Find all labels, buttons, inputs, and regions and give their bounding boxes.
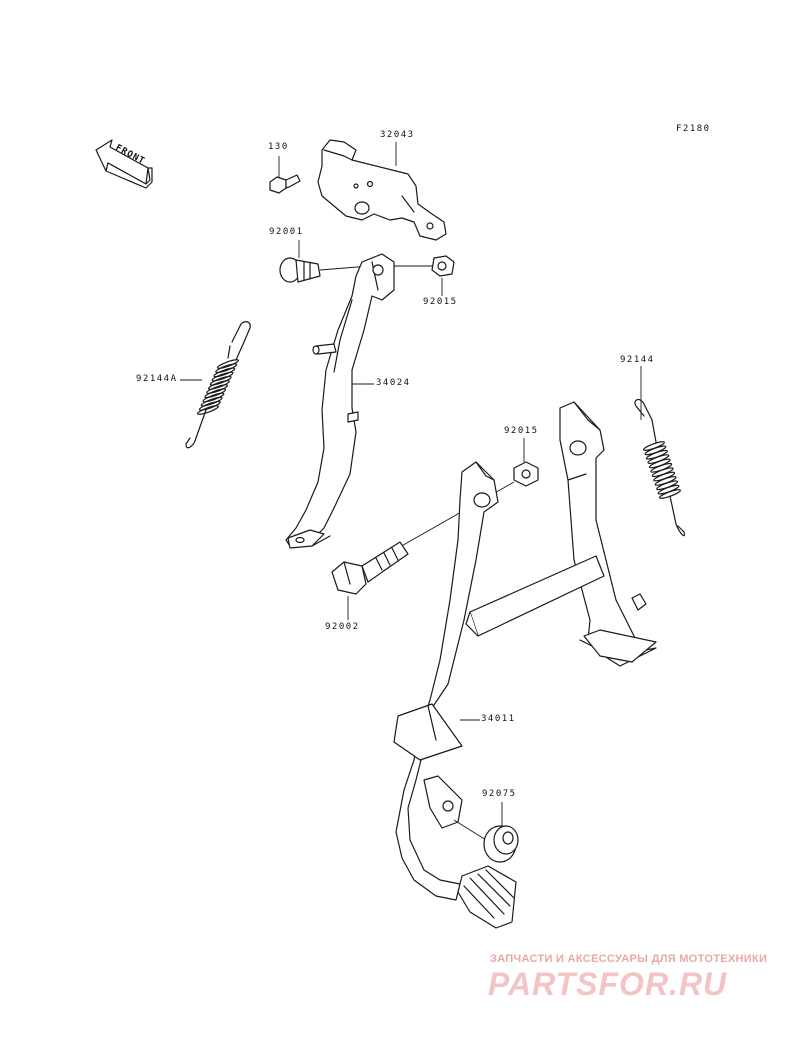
stopper-92075-shape xyxy=(453,802,519,863)
spring-coil-loop xyxy=(198,400,221,411)
watermark-logo: PARTSFOR.RU xyxy=(488,966,728,1002)
spring-coil-loop xyxy=(207,380,230,390)
spring-92144a-shape xyxy=(180,321,251,449)
diagram-code: F2180 xyxy=(676,124,711,134)
spring-coil-loop xyxy=(204,388,227,399)
spring-coil-loop xyxy=(200,396,223,407)
watermark-tagline: ЗАПЧАСТИ И АКСЕССУАРЫ ДЛЯ МОТОТЕХНИКИ xyxy=(490,953,768,965)
side-stand-34024-shape xyxy=(285,253,395,549)
part-label-92015-upper[interactable]: 92015 xyxy=(423,297,458,307)
part-label-92144[interactable]: 92144 xyxy=(620,355,655,365)
spring-coil-loop xyxy=(202,392,225,403)
part-label-92015-lower[interactable]: 92015 xyxy=(504,426,539,436)
spring-coil-loop xyxy=(206,384,229,394)
bracket-32043-shape xyxy=(317,139,447,241)
spring-92144-shape xyxy=(634,366,685,537)
part-label-130[interactable]: 130 xyxy=(268,142,289,152)
bolt-130-shape xyxy=(269,156,301,194)
part-label-34024[interactable]: 34024 xyxy=(376,378,411,388)
spring-coil-loop xyxy=(217,359,239,369)
spring-coil-loop xyxy=(659,489,681,499)
spring-coil-loop xyxy=(213,367,236,378)
bolt-92002-shape xyxy=(331,541,409,620)
part-label-92075[interactable]: 92075 xyxy=(482,789,517,799)
main-stand-34011-shape xyxy=(393,401,657,929)
nut-92015-lower-shape xyxy=(397,438,539,549)
spring-coil-loop xyxy=(209,375,232,386)
part-label-32043[interactable]: 32043 xyxy=(380,130,415,140)
nut-92015-upper-shape xyxy=(392,255,455,296)
spring-coil-loop xyxy=(215,363,238,374)
part-label-92144a[interactable]: 92144A xyxy=(136,374,178,384)
part-label-92001[interactable]: 92001 xyxy=(269,227,304,237)
part-label-34011[interactable]: 34011 xyxy=(481,714,516,724)
pivot-bolt-92001-shape xyxy=(279,240,371,283)
part-label-92002[interactable]: 92002 xyxy=(325,622,360,632)
spring-coil-loop xyxy=(197,405,219,415)
front-arrow-icon xyxy=(95,139,153,189)
spring-coil-loop xyxy=(211,371,234,382)
